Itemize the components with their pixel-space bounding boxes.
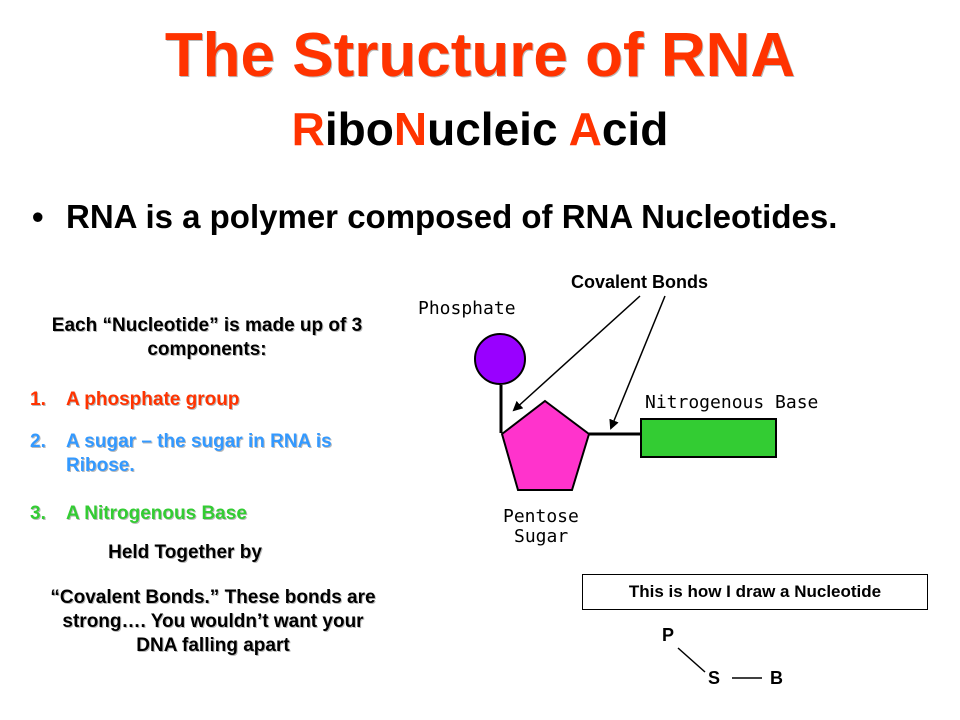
page-subtitle: RiboNucleic Acid [0, 102, 960, 156]
subtitle-letter-n: N [393, 103, 428, 155]
simple-b-label: B [770, 668, 783, 688]
bullet-text: RNA is a polymer composed of RNA Nucleot… [66, 198, 838, 235]
subtitle-letter-r: R [291, 103, 325, 155]
component-item-phosphate: 1. A phosphate group [30, 388, 360, 412]
bullet-item: • RNA is a polymer composed of RNA Nucleo… [32, 198, 837, 236]
bullet-dot: • [32, 198, 44, 235]
simple-drawing-caption-box: This is how I draw a Nucleotide [582, 574, 928, 610]
component-text: A Nitrogenous Base [66, 503, 247, 524]
pentose-label: Pentose [503, 506, 579, 527]
component-item-base: 3. A Nitrogenous Base [30, 502, 360, 526]
covalent-bonds-label: Covalent Bonds [571, 272, 708, 292]
simple-ps-line [677, 647, 706, 673]
component-number: 2. [30, 431, 46, 452]
phosphate-label: Phosphate [418, 298, 516, 319]
subtitle-part-ibo: ibo [324, 103, 394, 155]
nitrogenous-base-rect [640, 418, 777, 458]
phosphate-circle [474, 333, 526, 385]
simple-s-label: S [708, 668, 720, 688]
simple-p-label: P [662, 625, 674, 645]
component-text: A sugar – the sugar in RNA is Ribose. [66, 431, 332, 476]
nucleotide-intro: Each “Nucleotide” is made up of 3 compon… [51, 315, 363, 360]
pentose-sugar-pentagon [500, 399, 591, 491]
component-number: 1. [30, 389, 46, 410]
subtitle-letter-a: A [568, 103, 602, 155]
subtitle-part-ucleic: ucleic [427, 103, 569, 155]
component-item-sugar: 2. A sugar – the sugar in RNA is Ribose. [30, 430, 360, 478]
subtitle-part-cid: cid [601, 103, 669, 155]
page-title: The Structure of RNA [164, 21, 796, 90]
covalent-arrow-right [609, 295, 666, 430]
nitrogenous-base-label: Nitrogenous Base [645, 392, 818, 413]
covalent-bonds-text: “Covalent Bonds.” These bonds are strong… [50, 587, 376, 656]
covalent-arrow-left [512, 295, 641, 412]
held-together-text: Held Together by [108, 542, 262, 563]
component-number: 3. [30, 503, 46, 524]
component-text: A phosphate group [66, 389, 240, 410]
sugar-label: Sugar [514, 526, 568, 547]
